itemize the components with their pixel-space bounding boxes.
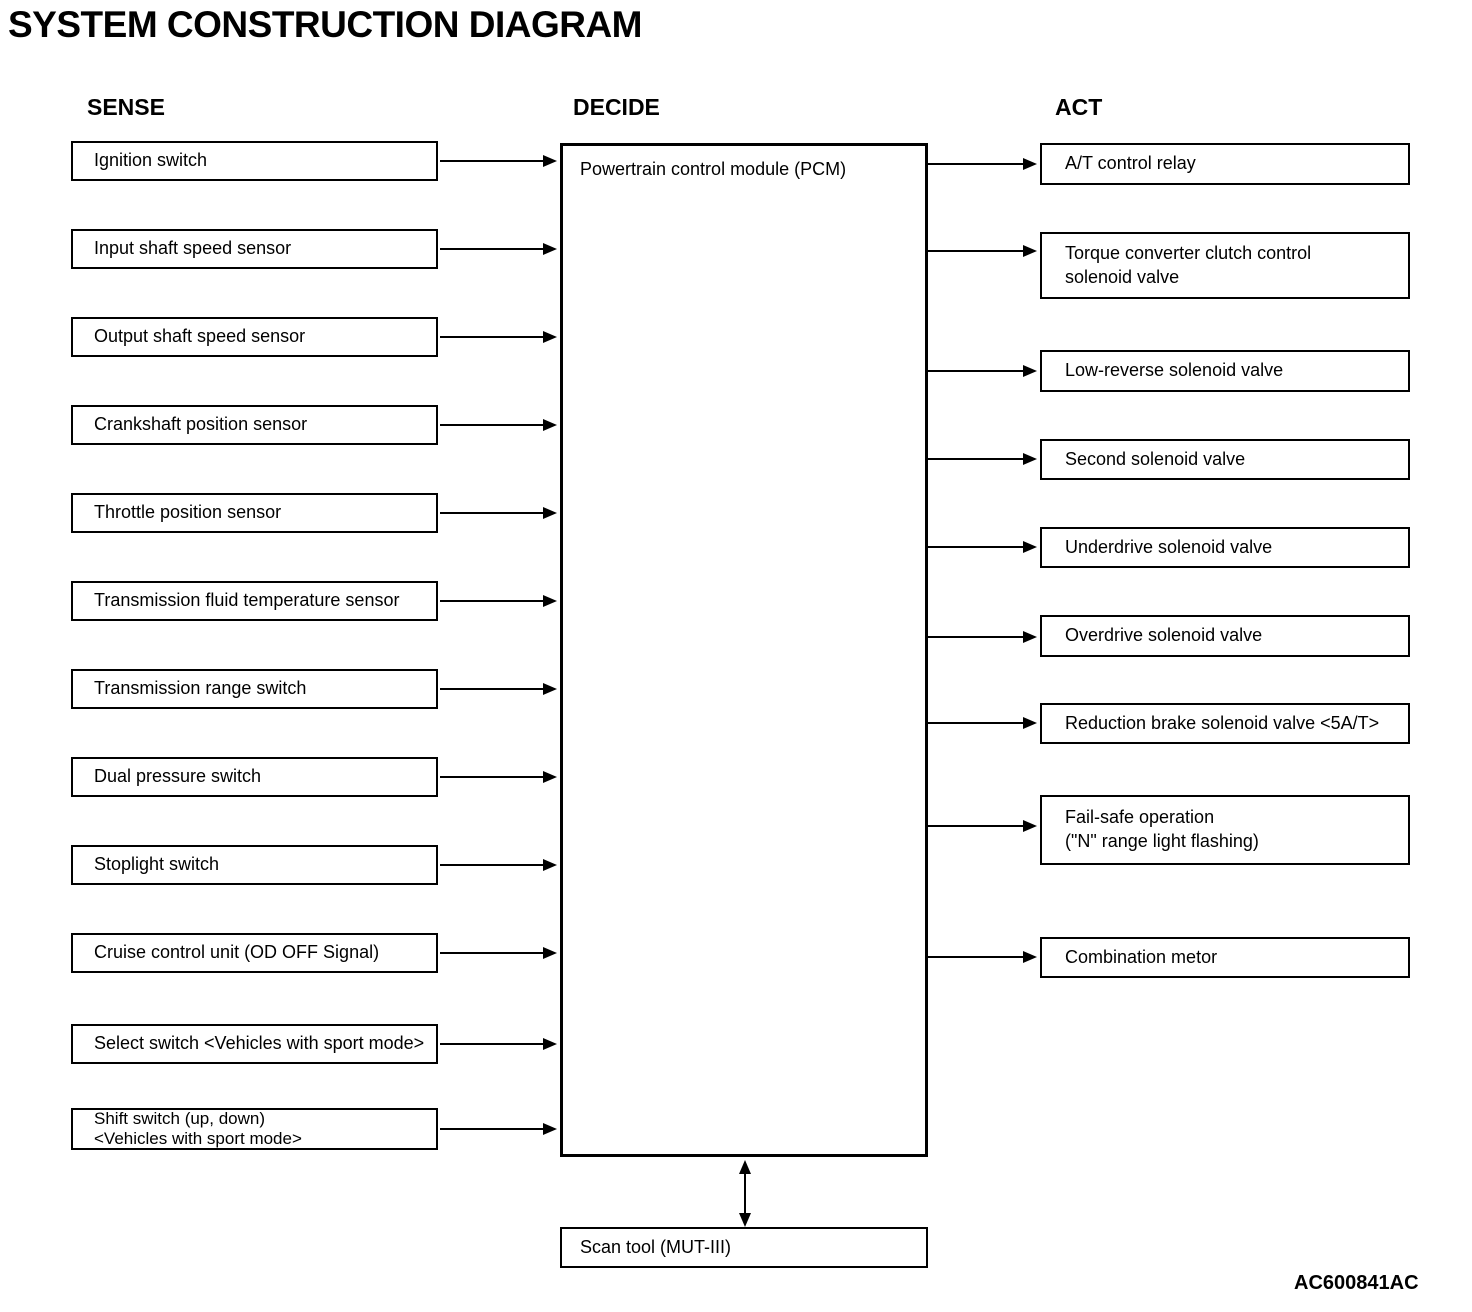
- sense-box-label: Input shaft speed sensor: [94, 238, 292, 259]
- act-box-fail-safe-operation: Fail-safe operation ("N" range light fla…: [1040, 795, 1410, 865]
- act-box-label: Second solenoid valve: [1065, 448, 1246, 469]
- act-box-label: Fail-safe operation ("N" range light fla…: [1065, 807, 1259, 851]
- sense-box-label: Shift switch (up, down) <Vehicles with s…: [94, 1108, 302, 1148]
- sense-box-label: Transmission fluid temperature sensor: [94, 590, 400, 611]
- sense-arrows: [440, 155, 557, 1135]
- scan-tool-label: Scan tool (MUT-III): [580, 1236, 732, 1257]
- sense-box-ignition-switch: Ignition switch: [71, 141, 438, 181]
- column-header-act: ACT: [1055, 94, 1103, 120]
- sense-box-label: Select switch <Vehicles with sport mode>: [94, 1033, 425, 1054]
- sense-box-label: Ignition switch: [94, 150, 208, 171]
- sense-box-transmission-range-switch: Transmission range switch: [71, 669, 438, 709]
- sense-box-dual-pressure-switch: Dual pressure switch: [71, 757, 438, 797]
- sense-box-throttle-position-sensor: Throttle position sensor: [71, 493, 438, 533]
- sense-box-output-shaft-speed-sensor: Output shaft speed sensor: [71, 317, 438, 357]
- sense-box-cruise-control-unit: Cruise control unit (OD OFF Signal): [71, 933, 438, 973]
- sense-box-shift-switch: Shift switch (up, down) <Vehicles with s…: [71, 1108, 438, 1150]
- act-box-second-solenoid: Second solenoid valve: [1040, 439, 1410, 480]
- act-box-label: Low-reverse solenoid valve: [1065, 360, 1284, 381]
- sense-box-label: Cruise control unit (OD OFF Signal): [94, 942, 380, 963]
- column-header-decide: DECIDE: [573, 94, 660, 120]
- sense-box-label: Stoplight switch: [94, 854, 220, 875]
- sense-box-label: Throttle position sensor: [94, 502, 282, 523]
- sense-box-crankshaft-position-sensor: Crankshaft position sensor: [71, 405, 438, 445]
- act-box-torque-converter-clutch-solenoid: Torque converter clutch control solenoid…: [1040, 232, 1410, 299]
- sense-box-label: Crankshaft position sensor: [94, 414, 308, 435]
- figure-code: AC600841AC: [1294, 1272, 1419, 1294]
- sense-box-label: Dual pressure switch: [94, 766, 262, 787]
- pcm-label: Powertrain control module (PCM): [580, 159, 847, 179]
- act-box-combination-meter: Combination metor: [1040, 937, 1410, 978]
- pcm-box: Powertrain control module (PCM): [560, 143, 928, 1157]
- page-title: SYSTEM CONSTRUCTION DIAGRAM: [8, 4, 643, 45]
- sense-box-input-shaft-speed-sensor: Input shaft speed sensor: [71, 229, 438, 269]
- sense-box-stoplight-switch: Stoplight switch: [71, 845, 438, 885]
- act-box-label: Torque converter clutch control solenoid…: [1065, 242, 1312, 287]
- act-box-label: Reduction brake solenoid valve <5A/T>: [1065, 712, 1380, 733]
- act-box-label: A/T control relay: [1065, 153, 1196, 174]
- act-box-label: Overdrive solenoid valve: [1065, 625, 1263, 646]
- sense-box-label: Output shaft speed sensor: [94, 326, 306, 347]
- act-box-reduction-brake-solenoid: Reduction brake solenoid valve <5A/T>: [1040, 703, 1410, 744]
- sense-box-select-switch: Select switch <Vehicles with sport mode>: [71, 1024, 438, 1064]
- act-box-at-control-relay: A/T control relay: [1040, 143, 1410, 185]
- act-box-low-reverse-solenoid: Low-reverse solenoid valve: [1040, 350, 1410, 392]
- sense-box-transmission-fluid-temperature-sensor: Transmission fluid temperature sensor: [71, 581, 438, 621]
- act-box-underdrive-solenoid: Underdrive solenoid valve: [1040, 527, 1410, 568]
- scan-tool-box: Scan tool (MUT-III): [560, 1227, 928, 1268]
- act-box-overdrive-solenoid: Overdrive solenoid valve: [1040, 615, 1410, 657]
- column-header-sense: SENSE: [87, 94, 165, 120]
- act-box-label: Combination metor: [1065, 946, 1218, 967]
- act-arrows: [928, 158, 1037, 963]
- sense-box-label: Transmission range switch: [94, 678, 307, 699]
- act-box-label: Underdrive solenoid valve: [1065, 536, 1273, 557]
